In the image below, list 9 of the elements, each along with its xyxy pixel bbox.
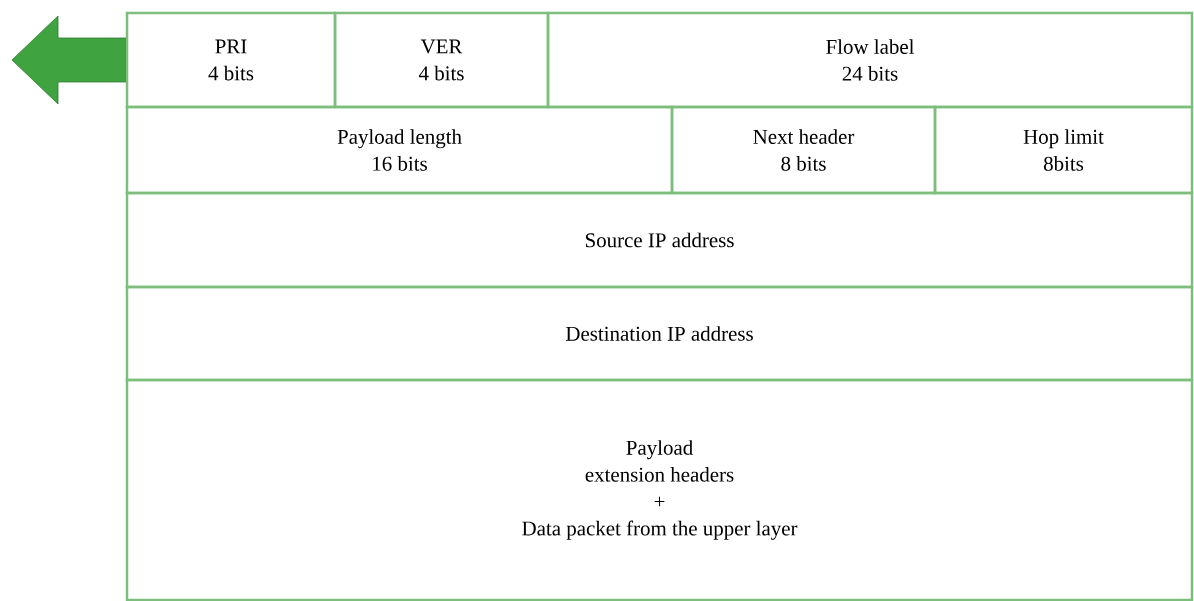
field-cell: Next header 8 bits [670,105,937,195]
field-cell: Payload length 16 bits [125,105,674,195]
field-cell: Payload extension headers + Data packet from the upper layer [125,378,1194,601]
field-cell: Source IP address [125,191,1194,289]
field-cell: Flow label 24 bits [546,11,1194,109]
field-cell: PRI 4 bits [125,11,337,109]
field-cell: Hop limit 8bits [933,105,1194,195]
field-cell: Destination IP address [125,285,1194,382]
field-cell: VER 4 bits [333,11,550,109]
